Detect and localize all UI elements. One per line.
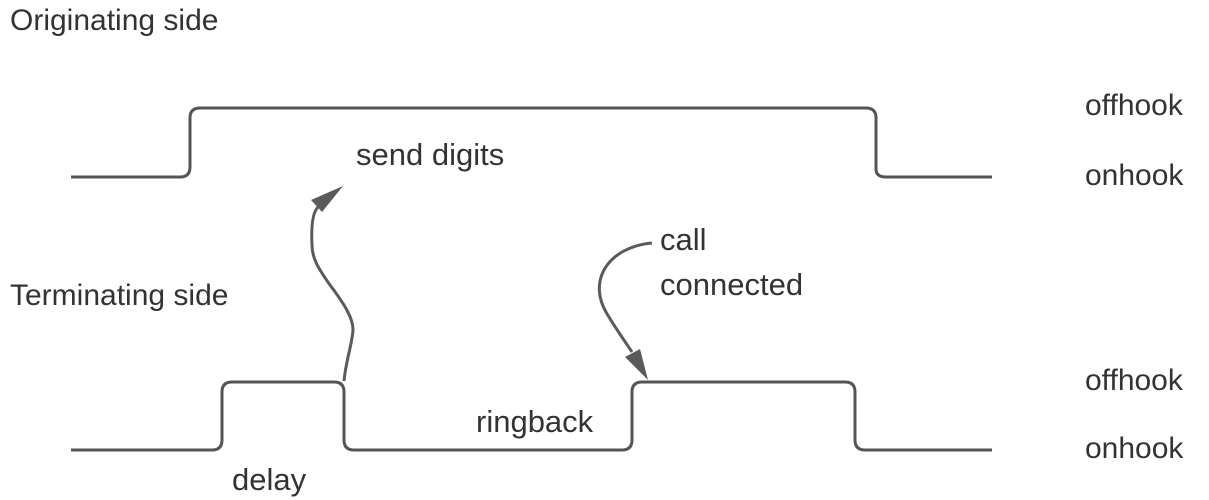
send-digits-arrow <box>310 205 355 382</box>
terminating-signal-line <box>71 380 992 452</box>
call-connected-arrow <box>597 241 653 353</box>
call-connected-label-line2: connected <box>660 267 803 302</box>
call-connected-label-line1: call <box>660 222 707 257</box>
call-connected-arrowhead-icon <box>625 349 648 380</box>
terminating-onhook-label: onhook <box>1085 432 1184 465</box>
delay-label: delay <box>232 462 307 497</box>
terminating-offhook-label: offhook <box>1085 364 1184 397</box>
originating-signal-line <box>71 106 992 179</box>
send-digits-label: send digits <box>356 137 504 172</box>
send-digits-arrowhead-icon <box>311 186 343 212</box>
originating-offhook-label: offhook <box>1085 89 1184 122</box>
originating-side-title: Originating side <box>10 4 218 37</box>
ringback-label: ringback <box>476 404 594 439</box>
originating-onhook-label: onhook <box>1085 159 1184 192</box>
terminating-side-title: Terminating side <box>10 279 228 312</box>
